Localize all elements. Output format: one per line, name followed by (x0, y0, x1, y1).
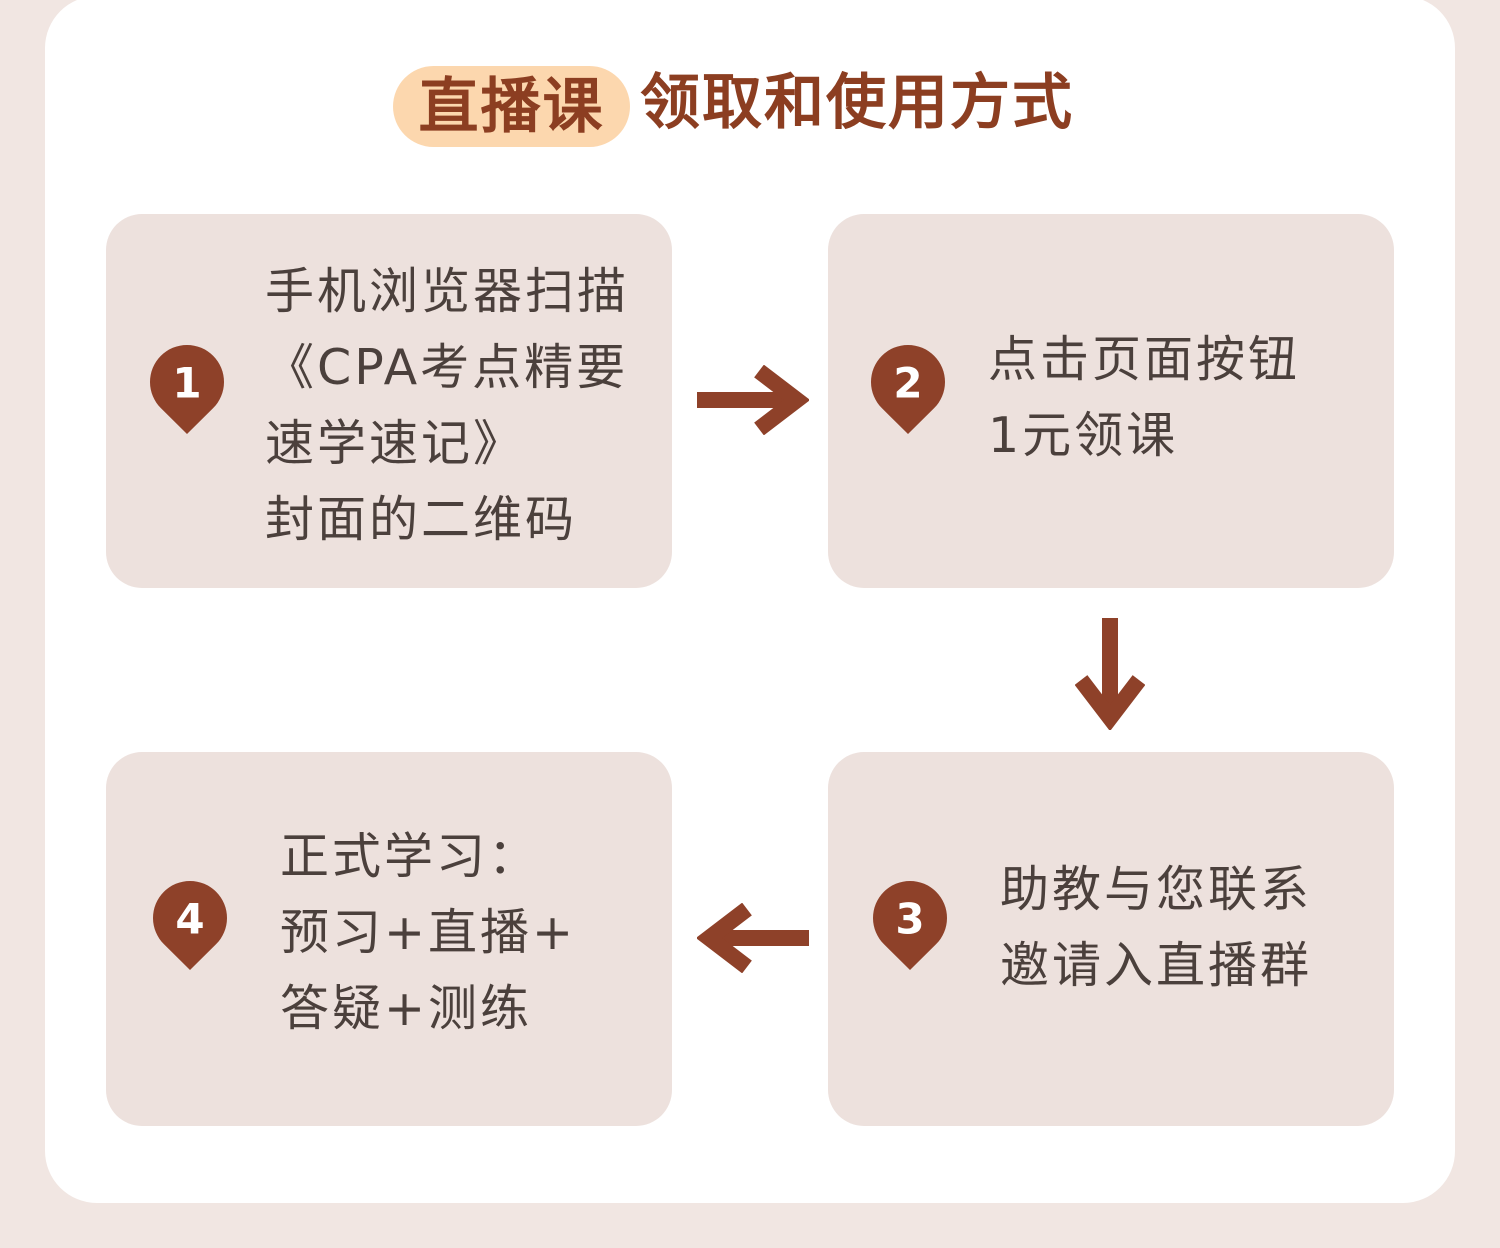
step-number: 4 (175, 895, 204, 944)
step-number: 2 (893, 359, 922, 408)
title-highlight-pill: 直播课 (393, 66, 630, 147)
arrow-down-icon (1075, 618, 1145, 730)
map-pin-icon: 1 (150, 344, 224, 434)
step-number: 1 (172, 359, 201, 408)
step-line: 《CPA考点精要 (265, 339, 629, 396)
map-pin-icon: 2 (871, 344, 945, 434)
step-line: 预习+直播+ (280, 904, 577, 961)
step-text: 正式学习： 预习+直播+ 答疑+测练 (280, 819, 576, 1047)
map-pin-icon: 3 (873, 880, 947, 970)
step-box-1: 1 手机浏览器扫描 《CPA考点精要 速学速记》 封面的二维码 (106, 214, 672, 588)
step-box-4: 4 正式学习： 预习+直播+ 答疑+测练 (106, 752, 672, 1126)
title-rest-wrapper: 领取和使用方式 (640, 72, 1074, 134)
step-line: 助教与您联系 (1000, 861, 1313, 918)
step-line: 正式学习： (280, 828, 541, 885)
step-line: 答疑+测练 (280, 980, 533, 1037)
step-line: 邀请入直播群 (1000, 937, 1313, 994)
step-line: 1元领课 (988, 407, 1179, 464)
step-box-2: 2 点击页面按钮 1元领课 (828, 214, 1394, 588)
step-number: 3 (895, 895, 924, 944)
title-highlight-text: 直播课 (418, 71, 605, 142)
step-line: 手机浏览器扫描 (265, 263, 630, 320)
step-line: 封面的二维码 (265, 491, 578, 548)
step-text: 助教与您联系 邀请入直播群 (1000, 852, 1312, 1004)
step-line: 点击页面按钮 (988, 331, 1301, 388)
step-box-3: 3 助教与您联系 邀请入直播群 (828, 752, 1394, 1126)
title-rest-text: 领取和使用方式 (640, 68, 1074, 138)
step-text: 手机浏览器扫描 《CPA考点精要 速学速记》 封面的二维码 (265, 254, 629, 558)
arrow-right-icon (697, 365, 809, 435)
step-text: 点击页面按钮 1元领课 (988, 322, 1300, 474)
map-pin-icon: 4 (153, 880, 227, 970)
arrow-left-icon (697, 903, 809, 973)
step-line: 速学速记》 (265, 415, 526, 472)
